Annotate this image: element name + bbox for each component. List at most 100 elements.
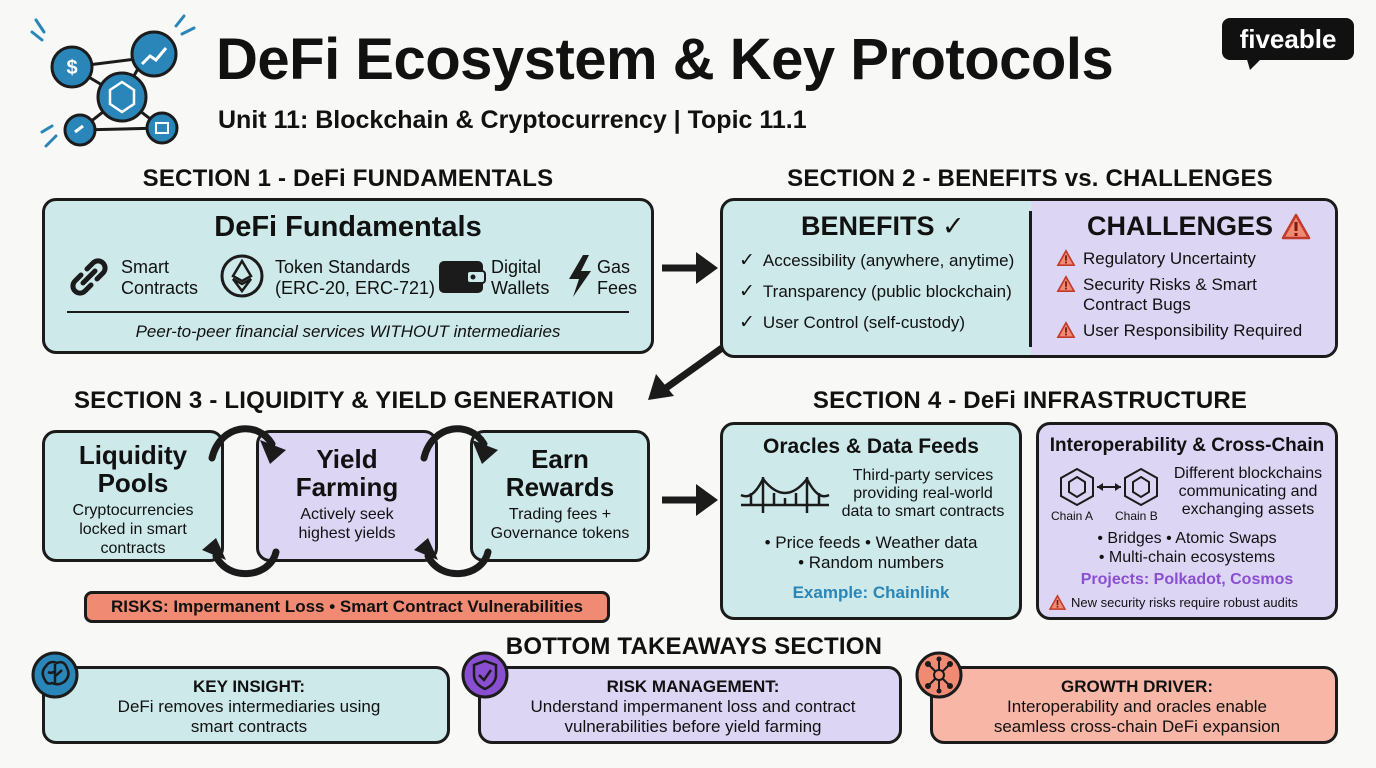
oracles-bullets: • Price feeds • Weather data • Random nu… [723, 533, 1019, 573]
takeaway-line: DeFi removes intermediaries using [117, 697, 381, 716]
benefit-item: ✓ Accessibility (anywhere, anytime) [739, 251, 1029, 271]
farming-desc: Actively seek highest yields [259, 505, 435, 543]
divider [67, 311, 629, 313]
interop-bullet: • Bridges • Atomic Swaps [1097, 530, 1277, 547]
rewards-title-line: Earn [531, 444, 589, 474]
challenge-item: Security Risks & Smart Contract Bugs [1056, 275, 1335, 315]
oracles-bullet: • Random numbers [798, 553, 944, 572]
chain-b-label: Chain B [1115, 509, 1158, 523]
interop-warning: New security risks require robust audits [1048, 594, 1333, 610]
challenges-panel [1031, 201, 1335, 355]
rewards-desc-line: Trading fees + [508, 506, 612, 523]
fund-item-line: (ERC-20, ERC-721) [275, 278, 436, 298]
oracles-bullet: • Price feeds • Weather data [764, 533, 978, 552]
checkmark-icon: ✓ [739, 250, 755, 271]
oracles-box: Oracles & Data Feeds Third-party service… [720, 422, 1022, 620]
bridge-icon [740, 477, 830, 513]
warning-icon [1056, 275, 1076, 293]
defi-fundamentals-title: DeFi Fundamentals [214, 211, 482, 243]
farming-desc-line: highest yields [298, 525, 396, 542]
takeaway-card-growth-driver: GROWTH DRIVER: Interoperability and orac… [930, 666, 1338, 744]
fund-item-line: Wallets [491, 278, 550, 298]
rewards-desc-line: Governance tokens [490, 525, 630, 542]
benefit-item: ✓ Transparency (public blockchain) [739, 282, 1029, 302]
fundamentals-footer: Peer-to-peer financial services WITHOUT … [135, 322, 561, 341]
pools-title: Liquidity Pools [45, 441, 221, 497]
fund-item-smart-contracts: Smart Contracts [121, 257, 198, 299]
checkmark-icon: ✓ [739, 312, 755, 333]
takeaway-line: Understand impermanent loss and contract [530, 697, 856, 716]
cycle-arrows-icon [202, 425, 498, 577]
rewards-title-line: Rewards [505, 472, 615, 502]
shield-icon [461, 651, 509, 699]
fund-item-line: Smart [121, 257, 170, 277]
takeaway-line: Interoperability and oracles enable [1007, 697, 1267, 716]
oracles-desc-line: providing real-world [853, 485, 993, 502]
challenge-text: Regulatory Uncertainty [1083, 249, 1256, 268]
challenge-text: Security Risks & Smart Contract Bugs [1083, 275, 1257, 315]
ethereum-icon [220, 254, 264, 298]
warning-icon [1056, 249, 1076, 267]
rewards-desc: Trading fees + Governance tokens [473, 505, 647, 543]
fund-item-digital-wallets: Digital Wallets [491, 257, 549, 299]
network-icon [915, 651, 963, 699]
defi-network-logo-icon: $ [30, 14, 196, 148]
benefit-text: Accessibility (anywhere, anytime) [762, 251, 1015, 270]
takeaway-title: RISK MANAGEMENT: [606, 677, 780, 696]
pools-desc-line: locked in smart [79, 521, 187, 538]
oracles-example: Example: Chainlink [792, 583, 950, 602]
takeaway-title: GROWTH DRIVER: [1060, 677, 1214, 696]
pools-desc: Cryptocurrencies locked in smart contrac… [45, 501, 221, 558]
interop-projects: Projects: Polkadot, Cosmos [1080, 571, 1294, 588]
interop-warning-text: New security risks require robust audits [1071, 595, 1298, 610]
challenge-line: Contract Bugs [1083, 295, 1191, 314]
farming-desc-line: Actively seek [300, 506, 394, 523]
chain-link-icon [70, 258, 108, 296]
arrow-down-left-icon [648, 345, 725, 400]
takeaway-card-key-insight: KEY INSIGHT: DeFi removes intermediaries… [42, 666, 450, 744]
benefit-text: User Control (self-custody) [762, 313, 966, 332]
fund-item-token-standards: Token Standards (ERC-20, ERC-721) [275, 257, 435, 299]
fund-item-line: Contracts [121, 278, 199, 298]
yield-farming-box: Yield Farming Actively seek highest yiel… [256, 430, 438, 562]
fund-item-line: Token Standards [275, 257, 411, 277]
liquidity-pools-box: Liquidity Pools Cryptocurrencies locked … [42, 430, 224, 562]
brain-icon [31, 651, 79, 699]
benefits-challenges-box: BENEFITS ✓ ✓ Accessibility (anywhere, an… [720, 198, 1338, 358]
arrow-right-icon [662, 252, 718, 284]
fund-item-line: Fees [597, 278, 638, 298]
oracles-title: Oracles & Data Feeds [763, 435, 979, 458]
risks-text: RISKS: Impermanent Loss • Smart Contract… [111, 597, 583, 616]
benefits-list: ✓ Accessibility (anywhere, anytime) ✓ Tr… [739, 251, 1029, 333]
farming-title-line: Yield [316, 444, 378, 474]
bottom-heading: BOTTOM TAKEAWAYS SECTION [505, 633, 883, 660]
section4-heading: SECTION 4 - DeFi INFRASTRUCTURE [812, 387, 1248, 414]
lightning-icon [569, 255, 591, 297]
pools-title-line: Pools [97, 468, 169, 498]
checkmark-icon: ✓ [739, 281, 755, 302]
benefits-title: BENEFITS ✓ [801, 211, 965, 241]
brand-logo-tail-icon [1246, 56, 1264, 70]
wallet-icon [439, 261, 486, 293]
takeaway-card-risk-management: RISK MANAGEMENT: Understand impermanent … [478, 666, 902, 744]
takeaway-line: vulnerabilities before yield farming [564, 717, 822, 736]
interop-desc-line: Different blockchains [1173, 465, 1323, 482]
pools-title-line: Liquidity [78, 440, 188, 470]
challenge-line: Security Risks & Smart [1083, 275, 1257, 294]
challenge-item: Regulatory Uncertainty [1056, 249, 1335, 269]
oracles-desc-line: Third-party services [852, 467, 994, 484]
farming-title-line: Farming [295, 472, 399, 502]
takeaway-text: RISK MANAGEMENT: Understand impermanent … [489, 677, 897, 737]
interop-bullets: • Bridges • Atomic Swaps • Multi-chain e… [1039, 529, 1335, 567]
risks-banner: RISKS: Impermanent Loss • Smart Contract… [84, 591, 610, 623]
oracles-desc: Third-party services providing real-worl… [833, 467, 1013, 521]
interoperability-box: Interoperability & Cross-Chain Chain A C… [1036, 422, 1338, 620]
defi-fundamentals-box: DeFi Fundamentals Smart Contracts Token … [42, 198, 654, 354]
warning-icon [1056, 321, 1076, 339]
section1-heading: SECTION 1 - DeFi FUNDAMENTALS [142, 165, 554, 192]
challenge-item: User Responsibility Required [1056, 321, 1335, 341]
panel-divider [1029, 211, 1032, 347]
pools-desc-line: Cryptocurrencies [72, 502, 194, 519]
takeaway-text: KEY INSIGHT: DeFi removes intermediaries… [53, 677, 445, 737]
challenge-text: User Responsibility Required [1083, 321, 1303, 340]
